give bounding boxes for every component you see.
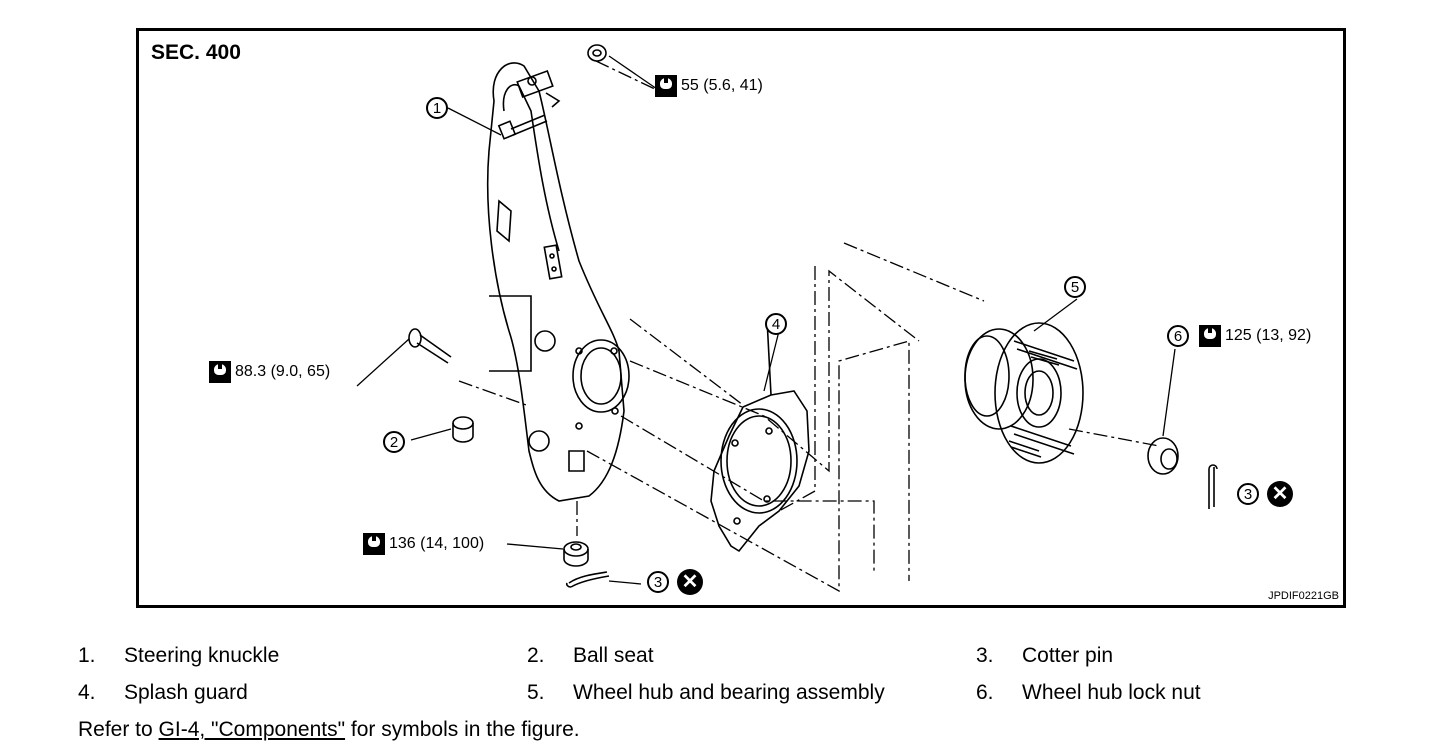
torque-spec-hub-lock-nut: 125 (13, 92)	[1199, 325, 1311, 347]
callout-5: 5	[1064, 276, 1086, 298]
diagram-drawing	[356, 44, 1218, 593]
torque-spec-lower-nut: 136 (14, 100)	[363, 533, 484, 555]
torque-spec-knuckle-bolt: 88.3 (9.0, 65)	[209, 361, 330, 383]
callout-4: 4	[765, 313, 787, 335]
figure-reference-code: JPDIF0221GB	[1268, 590, 1339, 602]
exploded-diagram: SEC. 400 JPDIF0221GB 55 (5.6, 41) 88.3 (…	[136, 28, 1346, 608]
callout-1: 1	[426, 97, 448, 119]
components-link[interactable]: GI-4, "Components"	[158, 718, 346, 741]
splash-guard-part	[710, 318, 810, 553]
callout-3-bottom: 3	[647, 571, 669, 593]
torque-value: 125 (13, 92)	[1225, 327, 1312, 344]
wheel-hub-part	[964, 322, 1084, 464]
ball-seat-part	[452, 416, 474, 443]
torque-value: 55 (5.6, 41)	[681, 77, 763, 94]
torque-wrench-icon	[363, 533, 385, 555]
callout-6: 6	[1167, 325, 1189, 347]
lower-nut-part	[563, 541, 589, 567]
cotter-pin-bottom-part	[565, 571, 610, 588]
section-title: SEC. 400	[151, 41, 241, 64]
cotter-pin-right-part	[1208, 464, 1218, 509]
torque-spec-upper-nut: 55 (5.6, 41)	[655, 75, 763, 97]
always-replace-icon: ✕	[677, 569, 703, 595]
callout-2: 2	[383, 431, 405, 453]
always-replace-icon: ✕	[1267, 481, 1293, 507]
callout-3-right: 3	[1237, 483, 1259, 505]
torque-wrench-icon	[209, 361, 231, 383]
upper-bolt-part	[497, 44, 607, 140]
torque-wrench-icon	[1199, 325, 1221, 347]
torque-wrench-icon	[655, 75, 677, 97]
knuckle-bolt-part	[408, 328, 452, 364]
hub-lock-nut-part	[1147, 437, 1179, 475]
symbol-reference-note: Refer to GI-4, "Components" for symbols …	[78, 718, 580, 741]
steering-knuckle-part	[486, 62, 630, 502]
torque-value: 88.3 (9.0, 65)	[235, 363, 331, 380]
torque-value: 136 (14, 100)	[389, 535, 485, 552]
